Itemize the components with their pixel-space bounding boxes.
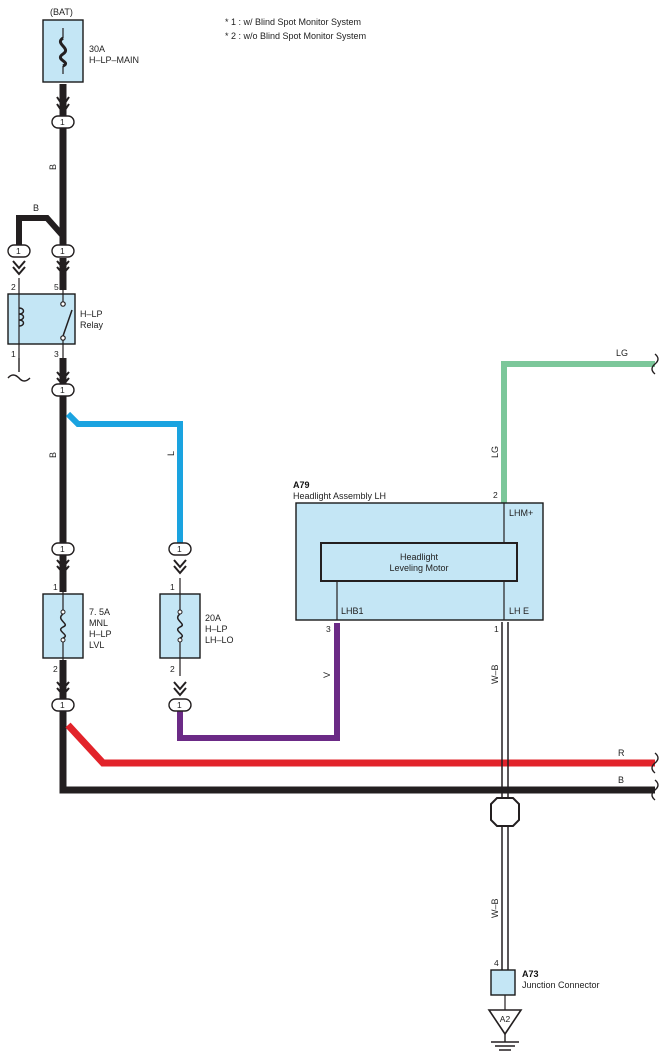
connector-1-lo-top: 1 [168,542,192,556]
svg-text:1: 1 [60,700,65,710]
fuse-mnl-pin-bottom: 2 [53,664,58,674]
pin-lhe: 1 [494,624,499,634]
terminal-lhm: LHM+ [509,508,533,518]
wire-label-l: L [166,451,176,456]
relay-pin-5: 5 [54,282,59,292]
svg-text:1: 1 [16,246,21,256]
ground-symbol-icon [491,1034,519,1051]
leveling-motor-box [320,542,518,582]
fuse-mnl-line3: H–LP [89,629,112,639]
fuse-lo-line3: LH–LO [205,635,234,645]
connector-1-relay-left: 1 [7,244,31,258]
splice-point-icon [490,797,520,827]
pin-lhb1: 3 [326,624,331,634]
wire-v [177,623,340,741]
break-mark-lg [651,353,659,375]
power-source-label: (BAT) [50,7,73,17]
fuse-mnl-icon [60,613,66,639]
legend-note-1: * 1 : w/ Blind Spot Monitor System [225,17,361,27]
fuse-main-rating: 30A [89,44,105,54]
wire-label-b-mid: B [48,452,58,458]
connector-1-relay-right: 1 [51,244,75,258]
fuse-lo-pin-top: 1 [170,582,175,592]
wire-label-lg: LG [616,348,628,358]
fuse-lo-rating: 20A [205,613,221,623]
fuse-mnl-line2: MNL [89,618,108,628]
relay-pin-3: 3 [54,349,59,359]
wire-wb [501,622,509,970]
svg-text:1: 1 [60,544,65,554]
wire-r [65,722,655,767]
relay-pin-1: 1 [11,349,16,359]
wire-label-b-jumper: B [33,203,39,213]
connector-1-mnl-bottom: 1 [51,698,75,712]
ground-label: A2 [500,1014,511,1024]
break-mark-b [651,779,659,801]
wire-label-b-top: B [48,164,58,170]
terminal-lhe: LH E [509,606,529,616]
motor-label-2: Leveling Motor [389,563,448,573]
relay-label-2: Relay [80,320,104,330]
relay-coil-icon [18,307,25,327]
wire-label-r: R [618,748,625,758]
wire-label-wb-top: W–B [490,664,500,684]
wire-label-wb-bottom: W–B [490,898,500,918]
fuse-main-name: H–LP–MAIN [89,55,139,65]
junction-name: Junction Connector [522,980,600,990]
wire-l [65,411,183,544]
break-mark-r [651,752,659,774]
wire-b-bottom [59,660,655,794]
headlight-name: Headlight Assembly LH [293,491,386,501]
headlight-code: A79 [293,480,310,490]
fuse-mnl-pin-top: 1 [53,582,58,592]
terminal-arrow-icon [56,96,70,115]
fuse-mnl-rating: 7. 5A [89,607,110,617]
fuse-lo-pin-bottom: 2 [170,664,175,674]
ground-triangle-icon [487,1009,523,1036]
relay-label-1: H–LP [80,309,103,319]
connector-1-mid: 1 [51,383,75,397]
connector-1-a: 1 [51,115,75,129]
wire-label-lg-vert: LG [490,446,500,458]
fuse-mnl-line4: LVL [89,640,104,650]
relay-pin-2: 2 [11,282,16,292]
wire-label-v: V [322,672,332,678]
relay-switch-icon [62,309,73,337]
motor-label-1: Headlight [400,552,439,562]
wire-b-jumper [16,215,66,248]
svg-text:1: 1 [60,117,65,127]
pin-lhm: 2 [493,490,498,500]
svg-text:1: 1 [177,700,182,710]
wire-label-b-bottom: B [618,775,624,785]
svg-text:1: 1 [60,385,65,395]
fuse-lo-line2: H–LP [205,624,228,634]
junction-pin: 4 [494,958,499,968]
svg-text:1: 1 [177,544,182,554]
fuse-main-icon [58,36,68,68]
terminal-lhb1: LHB1 [341,606,364,616]
fuse-lo-icon [177,613,183,639]
junction-code: A73 [522,969,539,979]
break-mark-relay [7,358,31,382]
junction-connector-box [490,969,516,996]
connector-1-lo-bottom: 1 [168,698,192,712]
svg-text:1: 1 [60,246,65,256]
wire-lg [501,361,655,503]
legend-note-2: * 2 : w/o Blind Spot Monitor System [225,31,366,41]
connector-1-mnl-top: 1 [51,542,75,556]
